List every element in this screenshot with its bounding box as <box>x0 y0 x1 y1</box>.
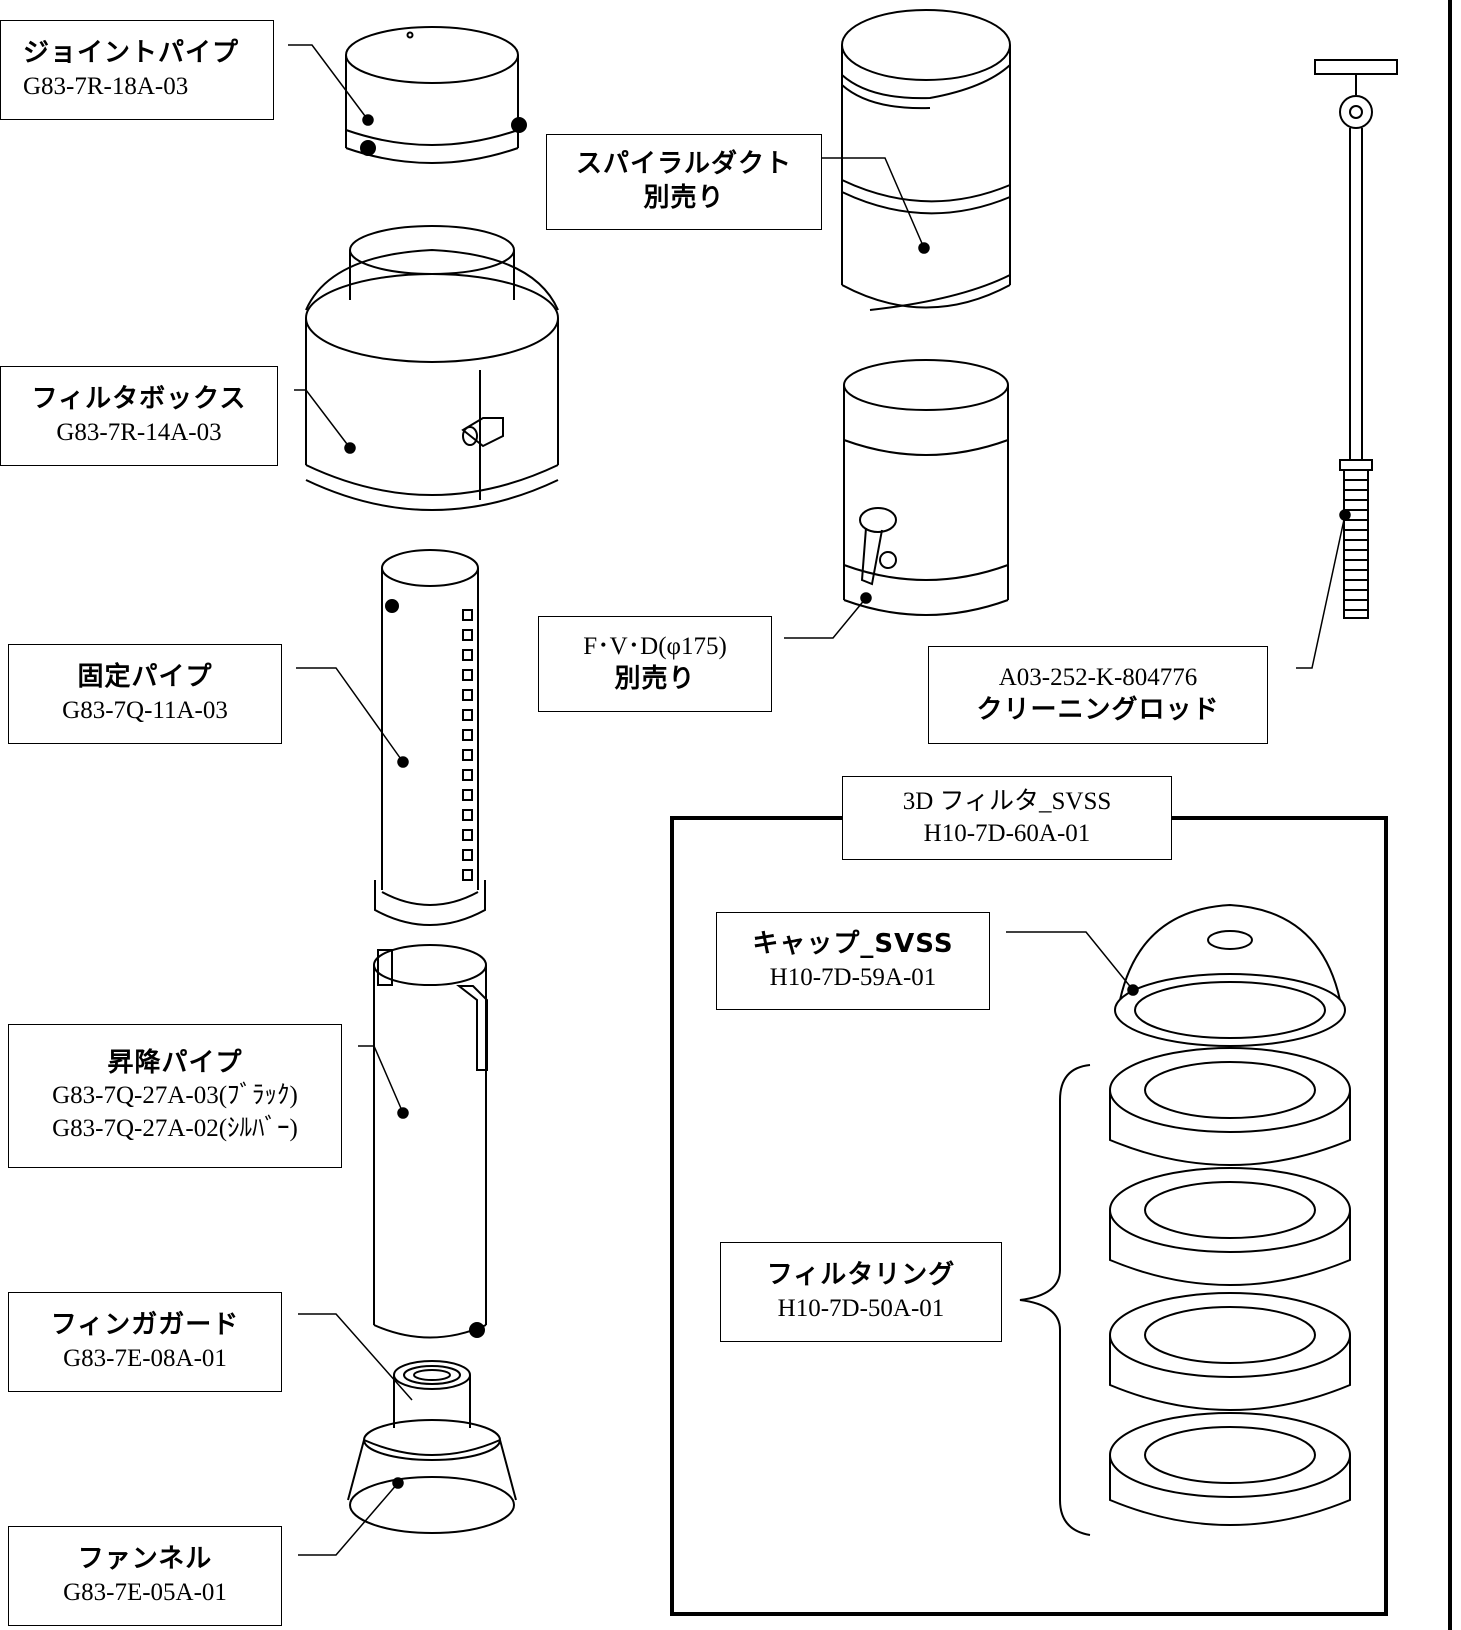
label-funnel: ファンネル G83-7E-05A-01 <box>8 1526 282 1626</box>
cap-name: キャップ_SVSS <box>752 928 954 959</box>
lift-pipe-drawing <box>373 944 488 1339</box>
label-finger-guard: フィンガガード G83-7E-08A-01 <box>8 1292 282 1392</box>
funnel-name: ファンネル <box>77 1543 213 1574</box>
fvd-name: F･V･D(φ175) <box>583 632 727 660</box>
cleaning-rod-name: クリーニングロッド <box>976 695 1220 726</box>
label-lift-pipe: 昇降パイプ G83-7Q-27A-03(ﾌﾞﾗｯｸ) G83-7Q-27A-02… <box>8 1024 342 1168</box>
finger-guard-part: G83-7E-08A-01 <box>63 1344 227 1372</box>
filter-box-name: フィルタボックス <box>31 383 247 414</box>
funnel-part: G83-7E-05A-01 <box>63 1578 227 1606</box>
leader-lines <box>288 44 1351 1556</box>
joint-pipe-drawing <box>345 26 527 164</box>
filter-box-part: G83-7R-14A-03 <box>56 418 222 446</box>
spiral-duct-drawing <box>841 9 1011 311</box>
fvd-note: 別売り <box>614 664 696 695</box>
filter-3d-drawing <box>1109 903 1351 1526</box>
cleaning-rod-drawing <box>1314 59 1398 619</box>
label-cap: キャップ_SVSS H10-7D-59A-01 <box>716 912 990 1010</box>
fixed-pipe-name: 固定パイプ <box>77 661 213 692</box>
finger-guard-funnel-drawing <box>347 1360 517 1534</box>
lift-pipe-part-black: G83-7Q-27A-03(ﾌﾞﾗｯｸ) <box>52 1082 298 1110</box>
spiral-duct-note: 別売り <box>643 183 725 213</box>
fixed-pipe-part: G83-7Q-11A-03 <box>62 696 228 724</box>
joint-pipe-name: ジョイントパイプ <box>23 37 240 68</box>
label-filter-3d: 3D フィルタ_SVSS H10-7D-60A-01 <box>842 776 1172 860</box>
joint-pipe-part: G83-7R-18A-03 <box>23 72 189 100</box>
filter-box-drawing <box>305 225 559 511</box>
fixed-pipe-drawing <box>374 549 486 926</box>
label-cleaning-rod: A03-252-K-804776 クリーニングロッド <box>928 646 1268 744</box>
spiral-duct-name: スパイラルダクト <box>575 149 792 180</box>
finger-guard-name: フィンガガード <box>50 1309 240 1340</box>
filter-ring-brace <box>1019 1064 1091 1536</box>
cleaning-rod-part: A03-252-K-804776 <box>998 663 1198 691</box>
filter-ring-part: H10-7D-50A-01 <box>777 1294 945 1322</box>
label-filter-box: フィルタボックス G83-7R-14A-03 <box>0 366 278 466</box>
lift-pipe-part-silver: G83-7Q-27A-02(ｼﾙﾊﾞｰ) <box>52 1114 298 1142</box>
label-fvd: F･V･D(φ175) 別売り <box>538 616 772 712</box>
cap-part: H10-7D-59A-01 <box>769 963 937 991</box>
fvd-drawing <box>843 359 1009 616</box>
label-spiral-duct: スパイラルダクト 別売り <box>546 134 822 230</box>
filter-3d-name: 3D フィルタ_SVSS <box>902 787 1112 815</box>
label-fixed-pipe: 固定パイプ G83-7Q-11A-03 <box>8 644 282 744</box>
lift-pipe-name: 昇降パイプ <box>107 1047 243 1078</box>
filter-3d-part: H10-7D-60A-01 <box>923 820 1091 847</box>
label-joint-pipe: ジョイントパイプ G83-7R-18A-03 <box>0 20 274 120</box>
label-filter-ring: フィルタリング H10-7D-50A-01 <box>720 1242 1002 1342</box>
filter-ring-name: フィルタリング <box>766 1259 956 1290</box>
